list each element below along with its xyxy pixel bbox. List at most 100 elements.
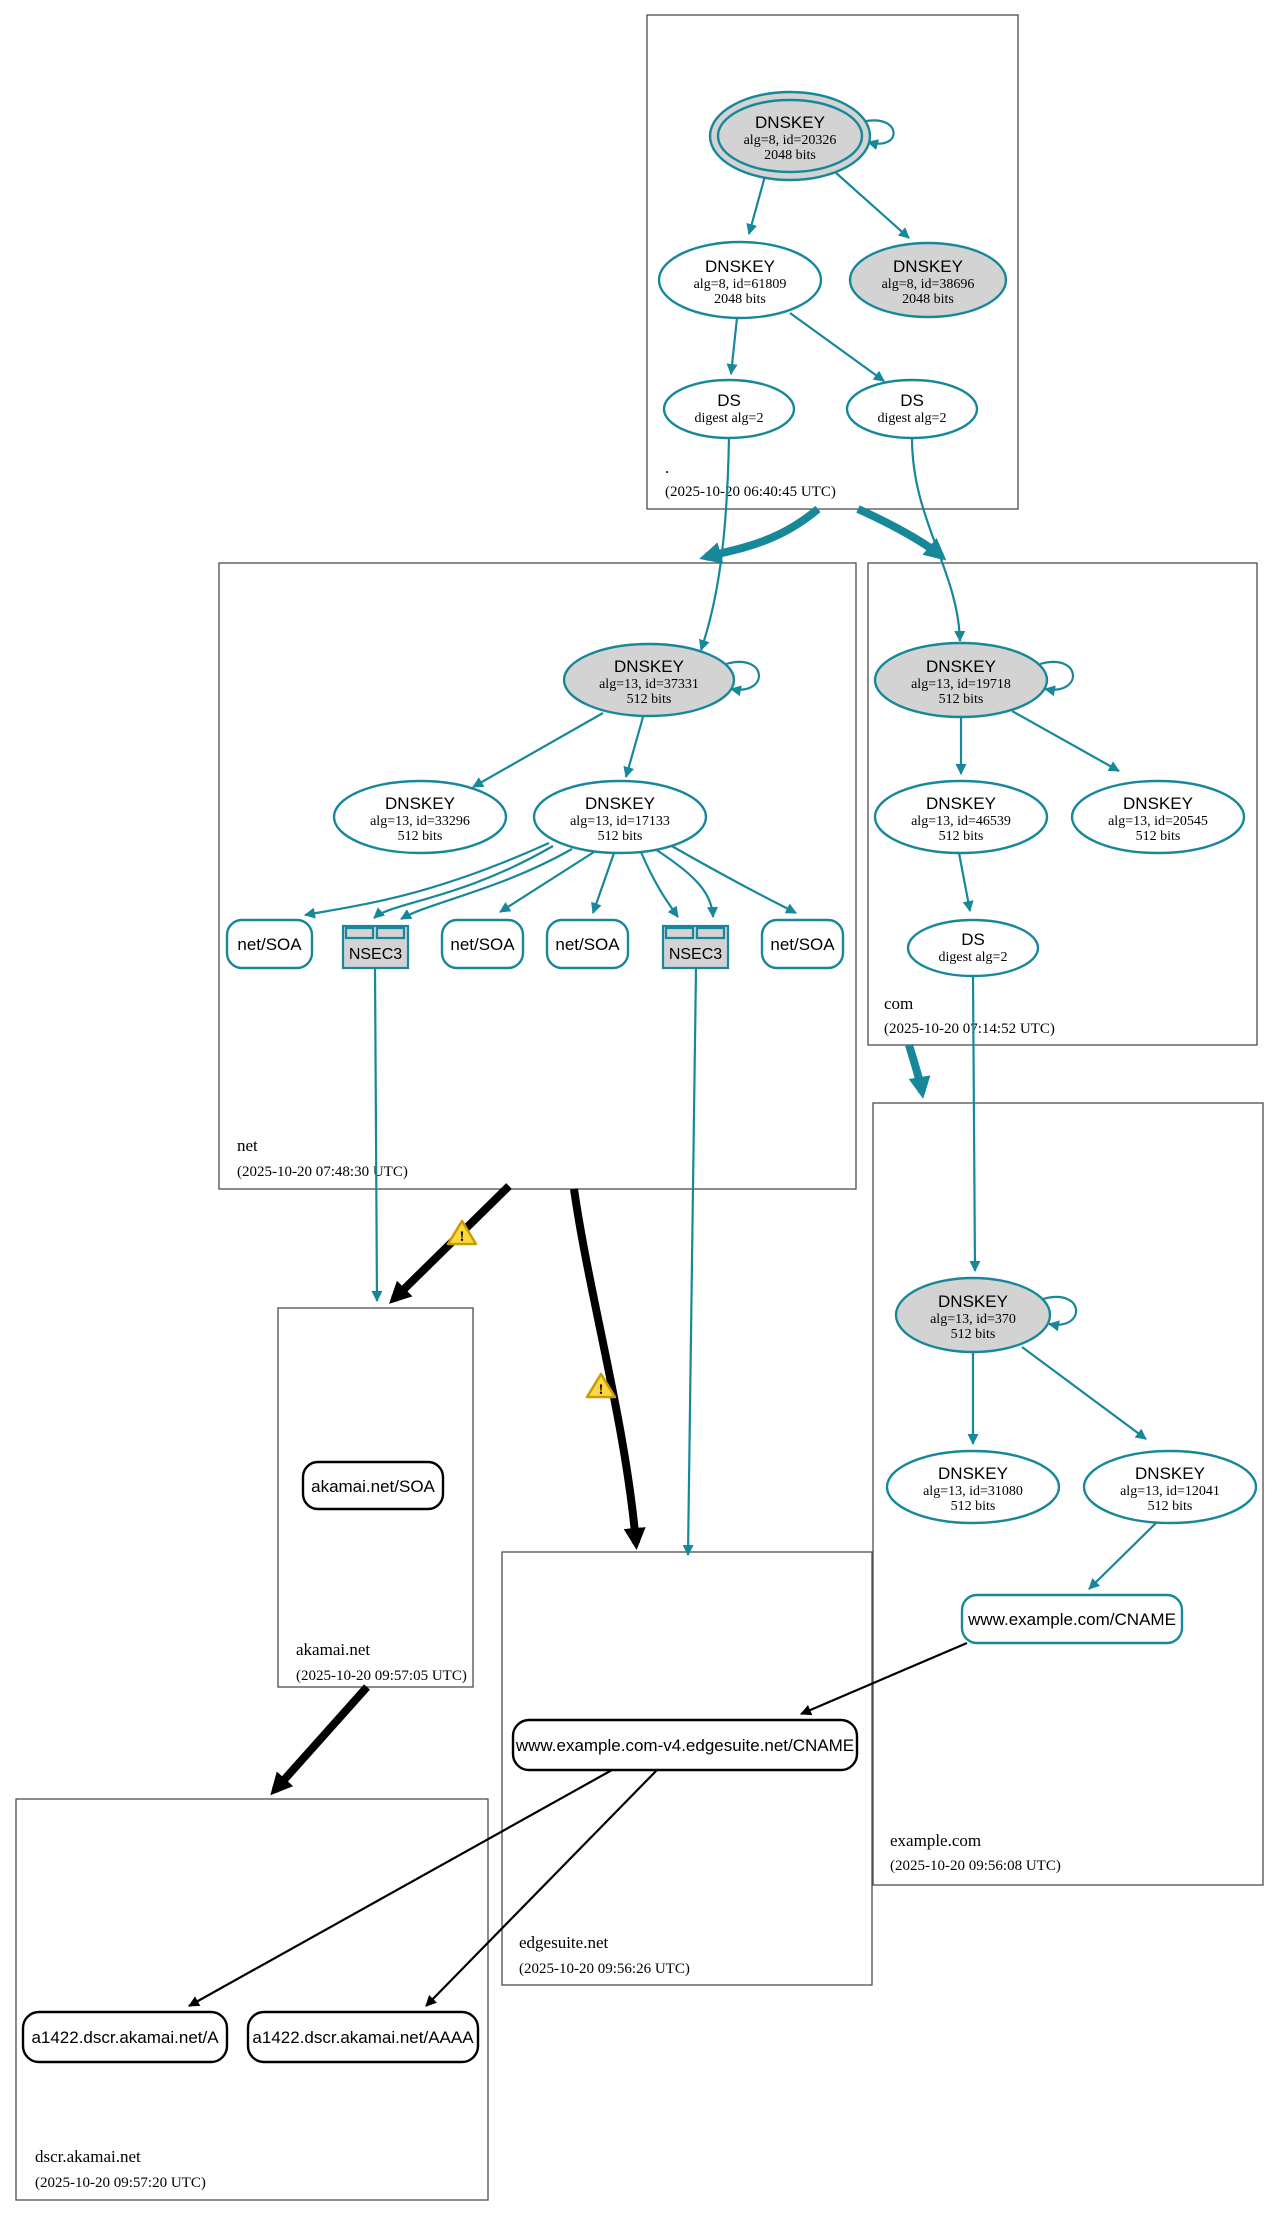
svg-text:512 bits: 512 bits: [398, 829, 443, 844]
node-root-zsk-61809[interactable]: DNSKEY alg=8, id=61809 2048 bits: [657, 240, 823, 320]
edge-net-ksk-selfloop: [725, 661, 760, 697]
node-com-ksk-19718[interactable]: DNSKEY alg=13, id=19718 512 bits: [873, 641, 1049, 719]
svg-text:DS: DS: [900, 391, 924, 410]
node-com-zsk-20545[interactable]: DNSKEY alg=13, id=20545 512 bits: [1070, 779, 1246, 855]
delegation-akamai-net-to-dscr-akamai-net: [270, 1684, 370, 1796]
svg-text:alg=13, id=19718: alg=13, id=19718: [911, 677, 1011, 692]
edge-ds-com-to-example-ksk: [969, 975, 981, 1272]
zone-label-net: net: [237, 1136, 258, 1155]
node-a1422-aaaa-record[interactable]: a1422.dscr.akamai.net/AAAA: [246, 2010, 480, 2064]
node-root-ksk-20326[interactable]: DNSKEY alg=8, id=20326 2048 bits: [708, 90, 872, 182]
edge-com-zsk-to-ds: [957, 852, 974, 912]
edge-www-cname-to-v4-cname: [800, 1641, 968, 1716]
svg-text:a1422.dscr.akamai.net/AAAA: a1422.dscr.akamai.net/AAAA: [252, 2028, 474, 2047]
node-a1422-a-record[interactable]: a1422.dscr.akamai.net/A: [21, 2010, 229, 2064]
node-example-zsk-12041[interactable]: DNSKEY alg=13, id=12041 512 bits: [1082, 1449, 1258, 1525]
edge-ds-root-to-net-ksk: [699, 437, 731, 651]
node-net-nsec3-1[interactable]: NSEC3: [341, 924, 410, 970]
warning-icon: !: [446, 1219, 478, 1246]
svg-text:DNSKEY: DNSKEY: [938, 1464, 1008, 1483]
svg-text:512 bits: 512 bits: [1136, 829, 1181, 844]
edge-net-zsk-to-soa1: [304, 841, 550, 919]
svg-text:alg=13, id=31080: alg=13, id=31080: [923, 1484, 1023, 1499]
svg-text:alg=13, id=12041: alg=13, id=12041: [1120, 1484, 1220, 1499]
svg-text:net/SOA: net/SOA: [555, 935, 620, 954]
delegation-net-to-edgesuite-net: [570, 1188, 646, 1550]
svg-text:DNSKEY: DNSKEY: [585, 794, 655, 813]
node-example-zsk-31080[interactable]: DNSKEY alg=13, id=31080 512 bits: [885, 1449, 1061, 1525]
svg-text:DNSKEY: DNSKEY: [1123, 794, 1193, 813]
svg-text:DS: DS: [717, 391, 741, 410]
svg-text:DNSKEY: DNSKEY: [755, 113, 825, 132]
svg-text:alg=13, id=46539: alg=13, id=46539: [911, 814, 1011, 829]
node-net-soa-2[interactable]: net/SOA: [440, 918, 525, 970]
node-com-zsk-46539[interactable]: DNSKEY alg=13, id=46539 512 bits: [873, 779, 1049, 855]
svg-text:DNSKEY: DNSKEY: [385, 794, 455, 813]
edge-v4-cname-to-aaaa-record: [425, 1769, 658, 2007]
svg-text:NSEC3: NSEC3: [349, 946, 402, 963]
svg-text:digest alg=2: digest alg=2: [878, 411, 947, 426]
node-root-ksk-38696[interactable]: DNSKEY alg=8, id=38696 2048 bits: [848, 241, 1008, 319]
node-net-zsk-33296[interactable]: DNSKEY alg=13, id=33296 512 bits: [332, 779, 508, 855]
zone-box-dscr-akamai-net: [15, 1798, 489, 2201]
svg-text:!: !: [599, 1382, 604, 1398]
node-net-soa-3[interactable]: net/SOA: [545, 918, 630, 970]
edge-root-ksk-selfloop: [861, 119, 895, 150]
svg-text:2048 bits: 2048 bits: [902, 292, 954, 307]
delegation-root-to-com: [856, 505, 947, 561]
zone-label-akamai-net: akamai.net: [296, 1640, 370, 1659]
svg-text:512 bits: 512 bits: [939, 692, 984, 707]
zone-label-edgesuite-net: edgesuite.net: [519, 1933, 608, 1952]
svg-text:DNSKEY: DNSKEY: [926, 657, 996, 676]
svg-text:NSEC3: NSEC3: [669, 946, 722, 963]
edge-root-ksk-to-zsk: [746, 175, 767, 235]
svg-text:DNSKEY: DNSKEY: [893, 257, 963, 276]
node-net-ksk-37331[interactable]: DNSKEY alg=13, id=37331 512 bits: [562, 642, 736, 718]
svg-text:512 bits: 512 bits: [1148, 1499, 1193, 1514]
svg-text:akamai.net/SOA: akamai.net/SOA: [311, 1477, 435, 1496]
svg-text:DNSKEY: DNSKEY: [938, 1292, 1008, 1311]
zone-timestamp-edgesuite-net: (2025-10-20 09:56:26 UTC): [519, 1961, 690, 1977]
zone-box-root: [646, 14, 1019, 510]
svg-text:alg=8, id=61809: alg=8, id=61809: [694, 277, 787, 292]
svg-text:alg=13, id=20545: alg=13, id=20545: [1108, 814, 1208, 829]
svg-text:a1422.dscr.akamai.net/A: a1422.dscr.akamai.net/A: [31, 2028, 219, 2047]
svg-text:2048 bits: 2048 bits: [714, 292, 766, 307]
edge-com-ksk-to-zsk20545: [1011, 710, 1120, 772]
svg-text:alg=13, id=370: alg=13, id=370: [930, 1312, 1016, 1327]
edge-nsec3-1-to-akamai-net: [371, 967, 383, 1302]
svg-text:DNSKEY: DNSKEY: [926, 794, 996, 813]
svg-text:alg=13, id=17133: alg=13, id=17133: [570, 814, 670, 829]
node-www-example-com-cname[interactable]: www.example.com/CNAME: [960, 1593, 1184, 1645]
node-v4-edgesuite-cname[interactable]: www.example.com-v4.edgesuite.net/CNAME: [511, 1718, 859, 1772]
node-net-soa-4[interactable]: net/SOA: [760, 918, 845, 970]
edge-net-zsk-to-nsec3-1-left: [373, 845, 554, 919]
edge-v4-cname-to-a-record: [188, 1769, 613, 2007]
node-net-zsk-17133[interactable]: DNSKEY alg=13, id=17133 512 bits: [532, 779, 708, 855]
svg-text:alg=13, id=37331: alg=13, id=37331: [599, 677, 699, 692]
svg-text:net/SOA: net/SOA: [450, 935, 515, 954]
node-root-ds-com[interactable]: DS digest alg=2: [845, 378, 979, 440]
zone-timestamp-net: (2025-10-20 07:48:30 UTC): [237, 1164, 408, 1180]
node-akamai-net-soa[interactable]: akamai.net/SOA: [301, 1460, 445, 1511]
zone-box-akamai-net: [277, 1307, 474, 1688]
edge-net-zsk-to-nsec3-2-right: [654, 848, 719, 918]
edge-net-ksk-to-zsk33296: [472, 712, 604, 788]
svg-text:512 bits: 512 bits: [951, 1499, 996, 1514]
svg-text:512 bits: 512 bits: [939, 829, 984, 844]
edge-net-zsk-to-soa4: [669, 844, 797, 914]
edge-net-ksk-to-zsk17133: [623, 716, 645, 778]
svg-text:digest alg=2: digest alg=2: [939, 950, 1008, 965]
node-root-ds-net[interactable]: DS digest alg=2: [662, 378, 796, 440]
svg-text:DNSKEY: DNSKEY: [705, 257, 775, 276]
svg-text:2048 bits: 2048 bits: [764, 148, 816, 163]
node-net-soa-1[interactable]: net/SOA: [225, 918, 314, 970]
node-example-ksk-370[interactable]: DNSKEY alg=13, id=370 512 bits: [894, 1276, 1052, 1354]
edge-example-ksk-selfloop: [1042, 1296, 1078, 1332]
node-net-nsec3-2[interactable]: NSEC3: [661, 924, 730, 970]
svg-text:www.example.com-v4.edgesuite.n: www.example.com-v4.edgesuite.net/CNAME: [515, 1736, 854, 1755]
node-com-ds[interactable]: DS digest alg=2: [906, 918, 1040, 978]
delegation-root-to-net: [699, 505, 821, 564]
